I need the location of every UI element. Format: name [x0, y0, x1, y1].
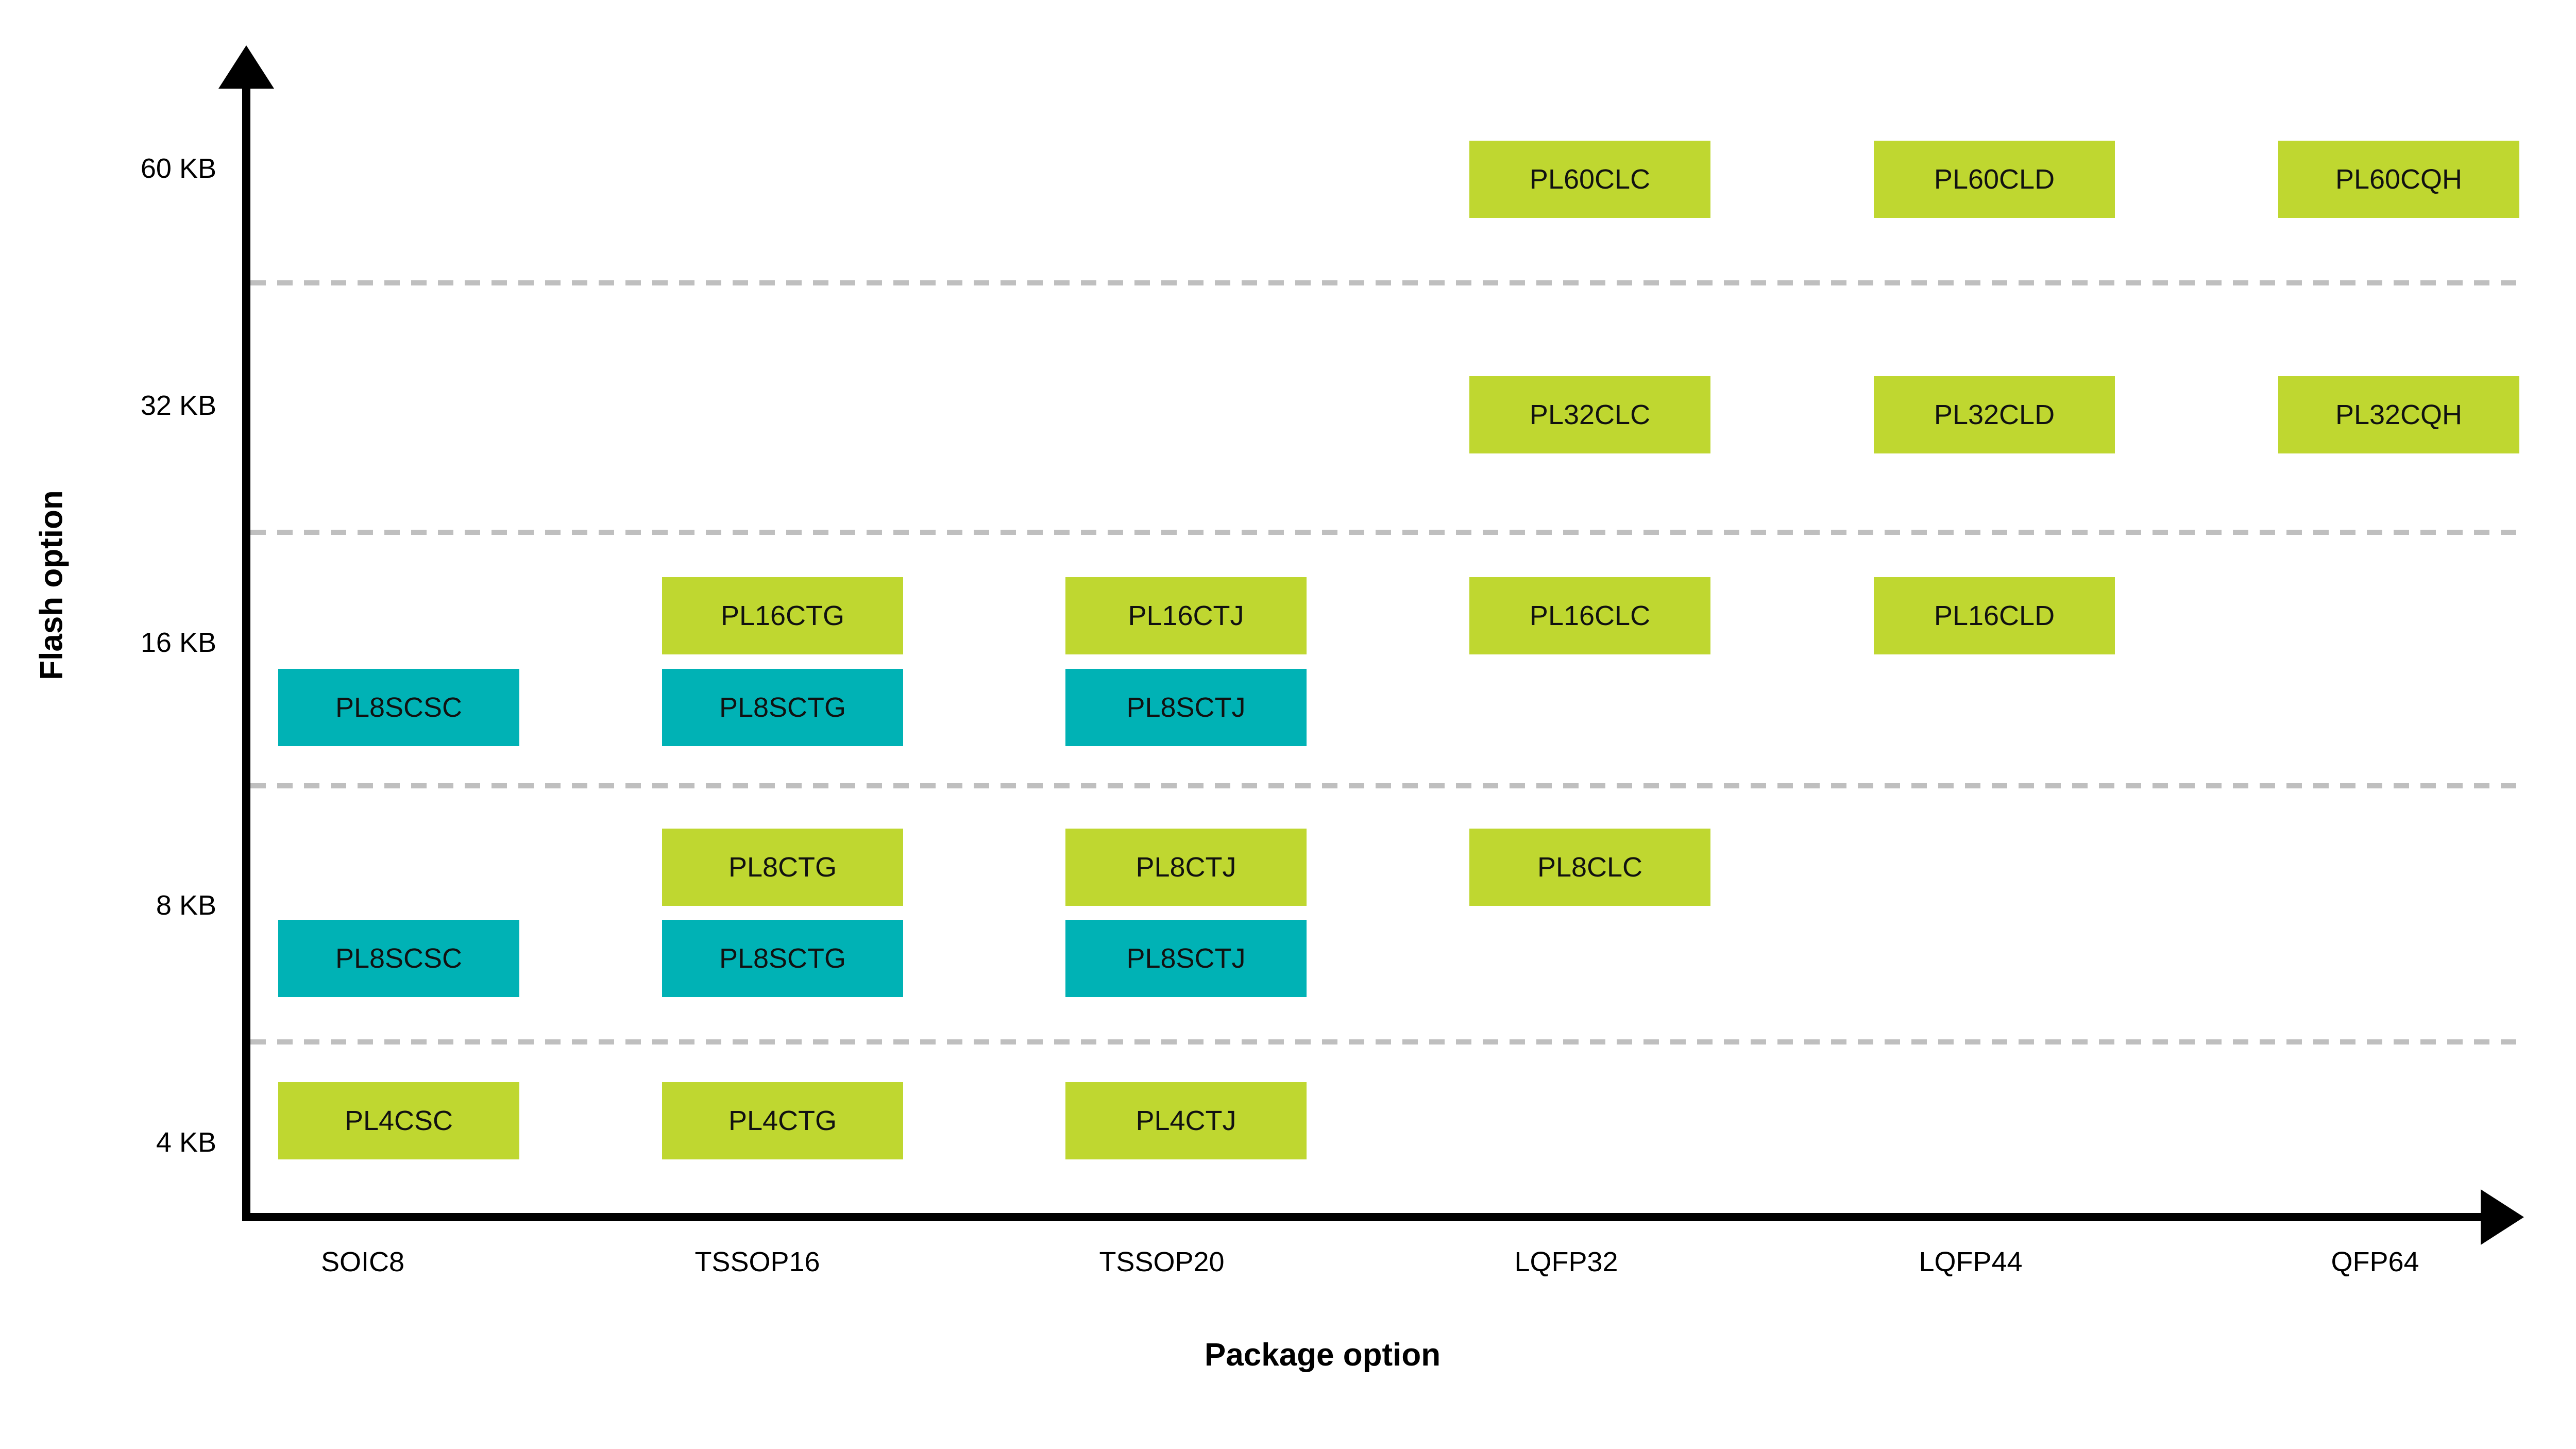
part-box-pl16clc[interactable]: PL16CLC — [1469, 577, 1710, 654]
y-axis-title: Flash option — [33, 490, 70, 680]
part-box-pl60clc[interactable]: PL60CLC — [1469, 141, 1710, 218]
part-box-pl4ctg[interactable]: PL4CTG — [662, 1082, 903, 1159]
gridline-dashed — [250, 1039, 2519, 1044]
x-axis-tick-label: TSSOP20 — [1099, 1246, 1225, 1277]
y-axis-tick-label: 16 KB — [140, 627, 216, 658]
part-box-pl4ctj[interactable]: PL4CTJ — [1065, 1082, 1307, 1159]
part-box-pl8clc[interactable]: PL8CLC — [1469, 829, 1710, 906]
part-box-pl8ctj[interactable]: PL8CTJ — [1065, 829, 1307, 906]
part-box-pl8sctj[interactable]: PL8SCTJ — [1065, 669, 1307, 746]
part-box-pl4csc[interactable]: PL4CSC — [278, 1082, 519, 1159]
part-box-pl32cqh[interactable]: PL32CQH — [2278, 376, 2519, 453]
x-axis-line — [242, 1213, 2483, 1221]
x-axis-tick-label: LQFP32 — [1514, 1246, 1618, 1277]
part-box-pl60cld[interactable]: PL60CLD — [1874, 141, 2115, 218]
part-box-pl16cld[interactable]: PL16CLD — [1874, 577, 2115, 654]
x-axis-arrow-icon — [2481, 1189, 2524, 1245]
x-axis-tick-label: QFP64 — [2331, 1246, 2419, 1277]
x-axis-tick-label: SOIC8 — [320, 1246, 405, 1277]
part-box-pl32clc[interactable]: PL32CLC — [1469, 376, 1710, 453]
part-box-pl8ctg[interactable]: PL8CTG — [662, 829, 903, 906]
part-box-pl8scsc[interactable]: PL8SCSC — [278, 669, 519, 746]
part-box-pl16ctj[interactable]: PL16CTJ — [1065, 577, 1307, 654]
part-box-pl8sctj[interactable]: PL8SCTJ — [1065, 920, 1307, 997]
gridline-dashed — [250, 280, 2519, 285]
y-axis-line — [242, 77, 250, 1220]
part-box-pl32cld[interactable]: PL32CLD — [1874, 376, 2115, 453]
x-axis-tick-label: LQFP44 — [1919, 1246, 2023, 1277]
y-axis-tick-label: 60 KB — [140, 153, 216, 184]
part-box-pl8scsc[interactable]: PL8SCSC — [278, 920, 519, 997]
part-box-pl8sctg[interactable]: PL8SCTG — [662, 669, 903, 746]
part-box-pl8sctg[interactable]: PL8SCTG — [662, 920, 903, 997]
y-axis-arrow-icon — [218, 45, 274, 89]
y-axis-tick-label: 4 KB — [156, 1127, 216, 1158]
gridline-dashed — [250, 783, 2519, 788]
x-axis-tick-label: TSSOP16 — [694, 1246, 820, 1277]
y-axis-tick-label: 32 KB — [140, 390, 216, 421]
y-axis-tick-label: 8 KB — [156, 890, 216, 921]
part-box-pl16ctg[interactable]: PL16CTG — [662, 577, 903, 654]
part-box-pl60cqh[interactable]: PL60CQH — [2278, 141, 2519, 218]
x-axis-title: Package option — [1204, 1337, 1441, 1373]
gridline-dashed — [250, 530, 2519, 535]
